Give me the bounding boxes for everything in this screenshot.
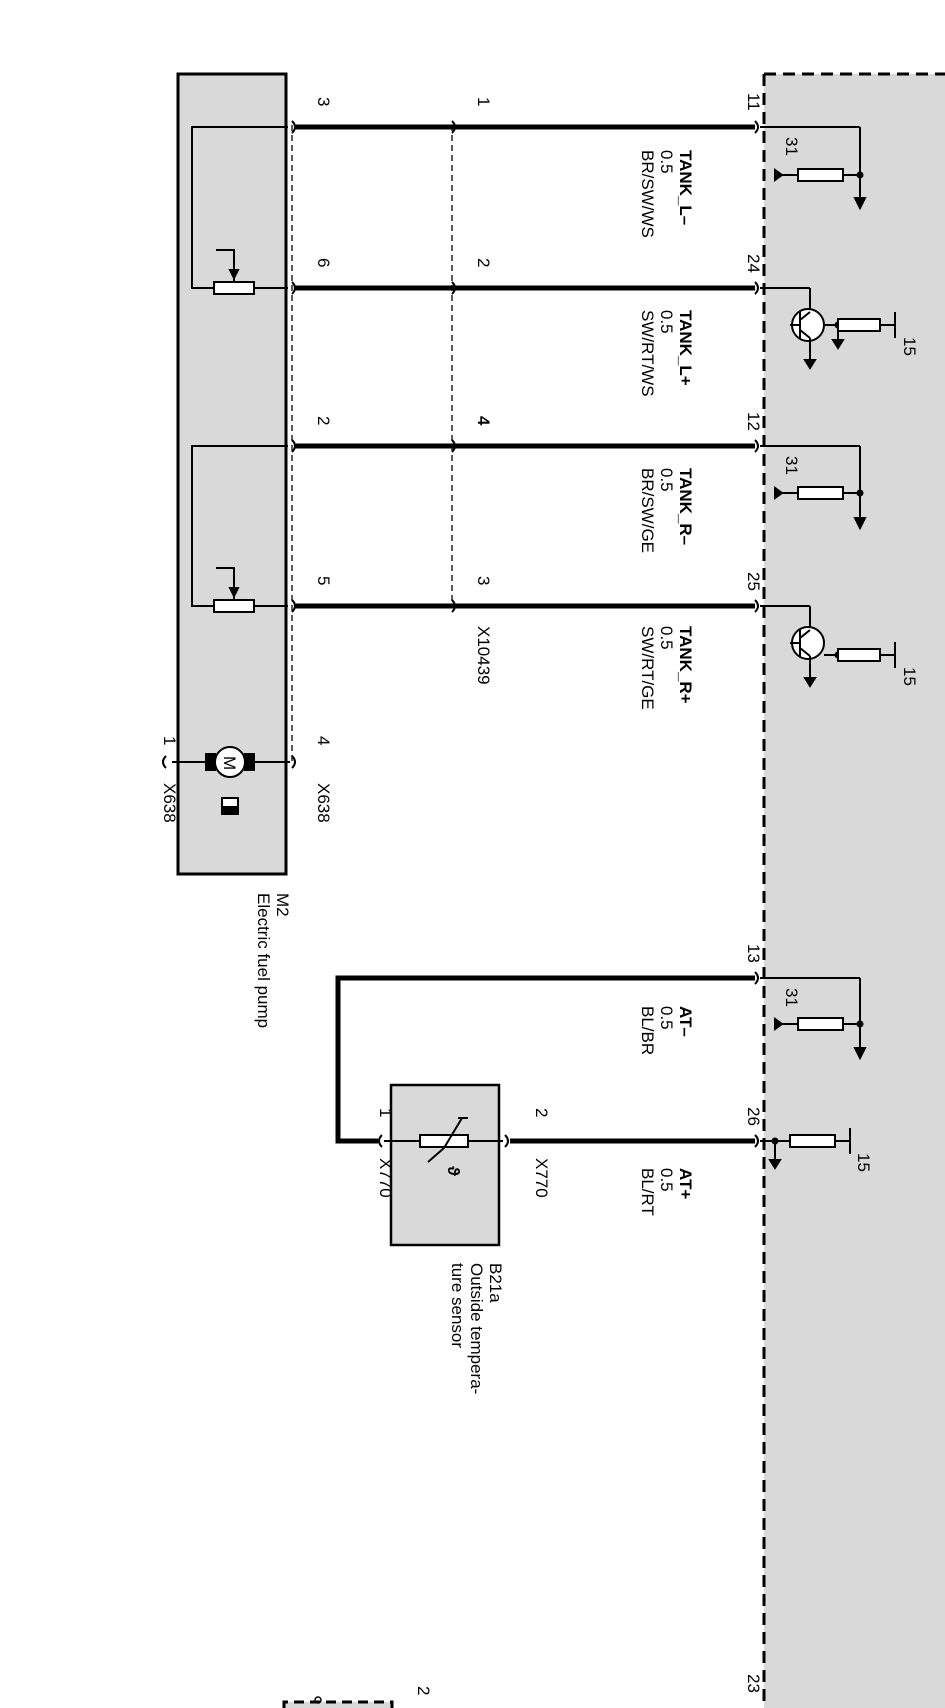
wire-signal-4: AT– xyxy=(676,1006,695,1037)
cu-pin-23: 23 xyxy=(744,1674,763,1693)
small-box-label: 2 xyxy=(414,1686,433,1695)
cu-pin-12: 12 xyxy=(744,412,763,431)
fuel-pump-body xyxy=(176,72,288,876)
sensor-ref: B21a xyxy=(486,1263,505,1303)
cu-pin-26: 26 xyxy=(744,1107,763,1126)
pump-motor-pin-bottom: 1 xyxy=(160,736,179,745)
pump-pin-2: 2 xyxy=(314,416,333,425)
wires xyxy=(294,124,755,1144)
control-unit xyxy=(762,72,945,1708)
wire-color-2: BR/SW/GE xyxy=(638,468,657,553)
pump-name: Electric fuel pump xyxy=(254,893,273,1028)
pump-connector-top: X638 xyxy=(314,783,333,823)
wire-gauge-3: 0.5 xyxy=(657,626,676,650)
small-box-pin-icon xyxy=(314,1696,322,1704)
pump-ref: M2 xyxy=(273,893,292,917)
fuel-pump-box xyxy=(176,72,288,876)
wire-gauge-1: 0.5 xyxy=(657,310,676,334)
wire-color-0: BR/SW/WS xyxy=(638,150,657,238)
fuel-sender-right xyxy=(191,445,288,613)
pump-pin-3: 3 xyxy=(314,97,333,106)
wire-signal-5: AT+ xyxy=(676,1168,695,1199)
transistor-circuit-25 xyxy=(760,605,896,688)
ref-15-label: 15 xyxy=(900,337,919,356)
small-dashed-box xyxy=(282,1696,394,1708)
wire-gauge-5: 0.5 xyxy=(657,1168,676,1192)
wire-color-5: BL/RT xyxy=(638,1168,657,1216)
cu-pin-25: 25 xyxy=(744,572,763,591)
cu-pin-13: 13 xyxy=(744,944,763,963)
sensor-pin-top: 2 xyxy=(532,1108,551,1117)
ground-circuit-11 xyxy=(760,126,867,211)
ref-15-label: 15 xyxy=(900,667,919,686)
ground-circuit-12 xyxy=(760,445,867,531)
sensor-name-1: Outside tempera- xyxy=(467,1263,486,1394)
theta-symbol-icon: ϑ xyxy=(444,1166,463,1176)
motor-symbol-icon: M xyxy=(220,756,239,770)
temp-sensor-box xyxy=(389,1083,501,1247)
text-layer: 11241225132623313131151515TANK_L–0.5BR/S… xyxy=(160,93,919,1695)
x10439-pin-3: 3 xyxy=(474,576,493,585)
wire-gauge-2: 0.5 xyxy=(657,468,676,492)
sensor-name-2: ture sensor xyxy=(448,1263,467,1348)
wire-color-1: SW/RT/WS xyxy=(638,310,657,397)
cu-pin-24: 24 xyxy=(744,254,763,273)
pump-connector-bottom: X638 xyxy=(160,783,179,823)
wire-color-4: BL/BR xyxy=(638,1006,657,1055)
transistor-circuit-24 xyxy=(760,287,896,370)
sensor-pin-bottom: 1 xyxy=(376,1108,395,1117)
pump-pin-6: 6 xyxy=(314,258,333,267)
wire-signal-1: TANK_L+ xyxy=(676,310,695,386)
control-unit-body xyxy=(764,74,945,1708)
wire-signal-0: TANK_L– xyxy=(676,150,695,225)
sensor-connector-top: X770 xyxy=(532,1158,551,1198)
ref-31-label: 31 xyxy=(782,456,801,475)
ref-31-label: 31 xyxy=(782,988,801,1007)
ref-15-label: 15 xyxy=(854,1153,873,1172)
sensor-connector-bottom: X770 xyxy=(376,1158,395,1198)
wire-gauge-0: 0.5 xyxy=(657,150,676,174)
thermistor xyxy=(384,1117,503,1163)
wire-gauge-4: 0.5 xyxy=(657,1006,676,1030)
pump-motor-pin-top: 4 xyxy=(314,736,333,745)
wire-signal-2: TANK_R– xyxy=(676,468,695,545)
x10439-pin-2: 2 xyxy=(474,258,493,267)
cu-pin-11: 11 xyxy=(744,93,763,111)
x10439-pin-4: 4 xyxy=(474,416,493,426)
wire-color-3: SW/RT/GE xyxy=(638,626,657,710)
ref-31-label: 31 xyxy=(782,137,801,156)
pin-hooks xyxy=(162,120,759,1148)
wire-signal-3: TANK_R+ xyxy=(676,626,695,704)
temp-sensor-body xyxy=(389,1083,501,1247)
supply-circuit-26 xyxy=(760,1128,851,1170)
fuel-pump-motor xyxy=(172,746,290,815)
x10439-pin-1: 1 xyxy=(474,97,493,106)
wire-at-minus xyxy=(335,975,755,1144)
x10439-label: X10439 xyxy=(474,626,493,685)
ground-circuit-13 xyxy=(760,977,867,1061)
pump-pin-5: 5 xyxy=(314,576,333,585)
fuel-sender-left xyxy=(191,126,288,295)
